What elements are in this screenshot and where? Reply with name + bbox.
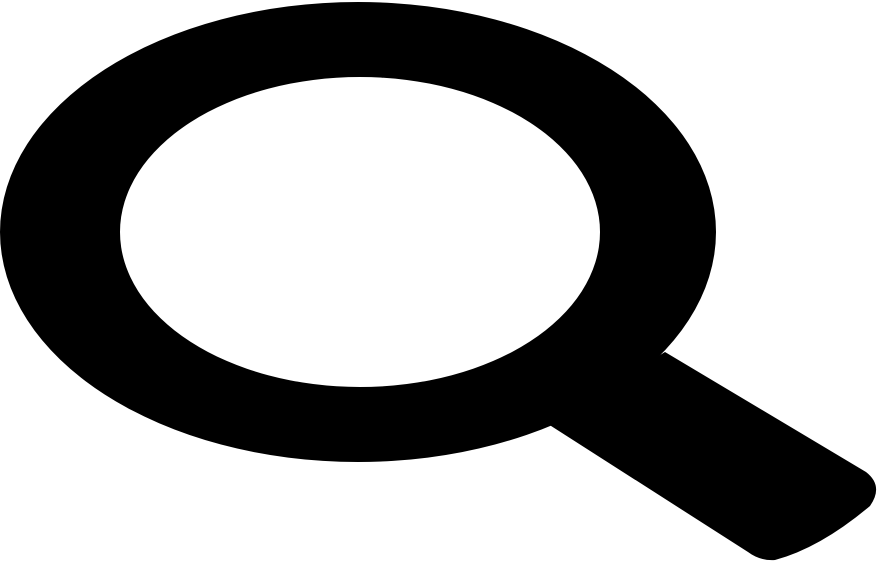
lens-ring <box>0 2 716 462</box>
handle <box>548 352 877 561</box>
